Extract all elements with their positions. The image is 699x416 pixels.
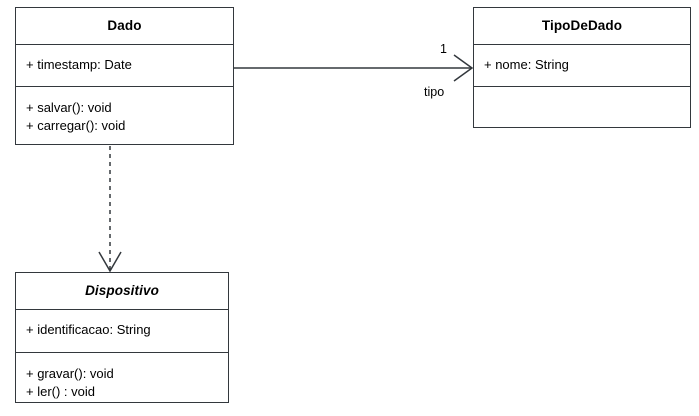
uml-class-tipodedado[interactable]: TipoDeDado + nome: String [473,7,691,128]
uml-operation: + gravar(): void [26,366,114,381]
uml-class-dado-title: Dado [107,18,142,33]
uml-class-tipodedado-attributes: + nome: String [474,44,690,86]
open-arrowhead-icon [453,54,474,82]
uml-operation: + salvar(): void [26,100,112,115]
uml-attribute: + nome: String [484,57,569,72]
uml-attribute: + identificacao: String [26,322,151,337]
uml-class-dado-operations: + salvar(): void + carregar(): void [16,86,233,144]
uml-class-dispositivo-attributes: + identificacao: String [16,309,228,352]
uml-class-dispositivo-operations: + gravar(): void + ler() : void [16,352,228,404]
uml-class-tipodedado-title: TipoDeDado [541,18,623,33]
association-role-label: tipo [424,85,445,99]
uml-class-dispositivo-title: Dispositivo [85,283,159,298]
uml-class-dispositivo[interactable]: Dispositivo + identificacao: String + gr… [15,272,229,403]
uml-attribute: + timestamp: Date [26,57,132,72]
uml-operation: + ler() : void [26,384,95,399]
uml-dependency-dado-dispositivo[interactable] [98,146,122,273]
uml-class-tipodedado-operations [474,86,690,127]
uml-class-dado-attributes: + timestamp: Date [16,44,233,86]
open-arrowhead-icon [98,251,122,273]
association-multiplicity-label: 1 [440,42,447,56]
uml-class-dado[interactable]: Dado + timestamp: Date + salvar(): void … [15,7,234,145]
uml-association-dado-tipodedado[interactable] [234,54,474,82]
uml-operation: + carregar(): void [26,118,126,133]
